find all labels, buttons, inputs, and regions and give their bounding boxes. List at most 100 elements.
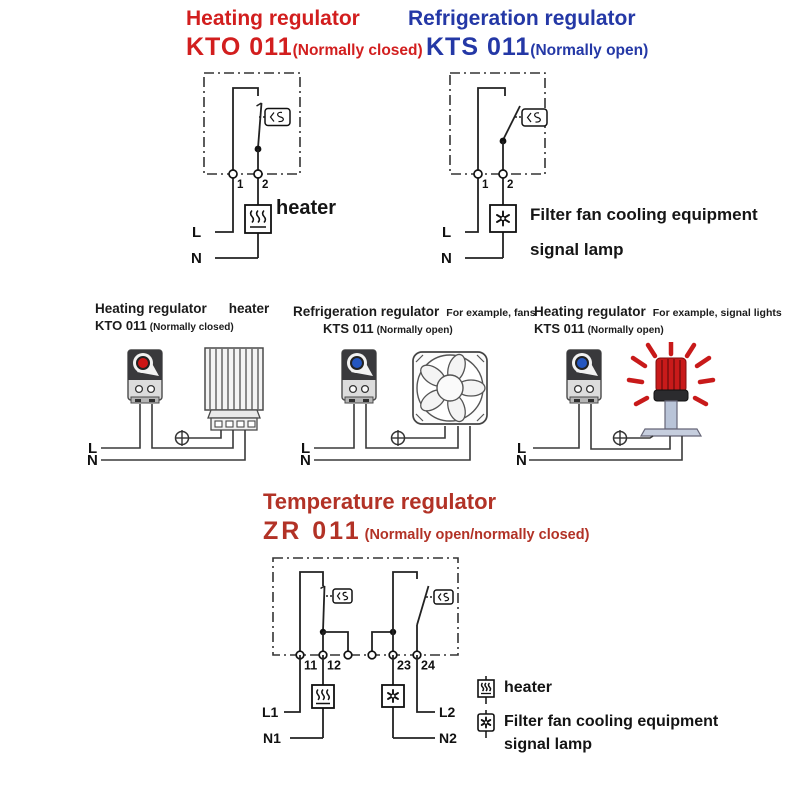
nc-contact-blade — [257, 102, 263, 149]
thermal-actuator-icon — [264, 107, 291, 127]
no-contact-blade — [502, 105, 521, 141]
fan-symbol-icon — [489, 204, 517, 233]
thermostat-device — [341, 349, 377, 404]
terminal-23-label: 23 — [397, 659, 411, 673]
zr-load-wiring — [284, 655, 435, 739]
terminal-1 — [228, 169, 238, 179]
wiring — [314, 404, 471, 461]
example1-extra: heater — [228, 301, 270, 316]
zr-left-branch-wiring — [299, 571, 349, 655]
row3-line-l-label: L — [517, 440, 526, 457]
row1-line-n-label: N — [87, 452, 98, 469]
example1-title: Heating regulator — [95, 301, 207, 316]
red-dial — [136, 356, 150, 370]
kto-line-n-label: N — [191, 250, 202, 267]
zr-right-branch-wiring — [371, 571, 434, 655]
legend-heater-label: heater — [504, 679, 553, 696]
thermal-actuator-icon — [433, 589, 454, 605]
legend-fan-row: Filter fan cooling equipment signal lamp — [475, 710, 718, 756]
photo-kts-with-fan: L N — [300, 349, 488, 469]
zr-n2-label: N2 — [439, 730, 457, 746]
terminal-unlabeled — [343, 650, 353, 660]
kts-line-l-label: L — [442, 224, 451, 241]
legend-fan-label-line1: Filter fan cooling equipment — [504, 713, 719, 730]
temperature-model: ZR 011 — [263, 516, 362, 545]
zr-n1-label: N1 — [263, 730, 281, 746]
thermostat-device — [127, 349, 163, 404]
ground-symbol-icon — [174, 430, 190, 446]
kto-line-l-label: L — [192, 224, 201, 241]
kts-load-label-line2: signal lamp — [530, 240, 624, 259]
heading-heating-regulator: Heating regulator KTO 011 (Normally clos… — [186, 6, 423, 64]
photo-kts-with-signal-lamp: L N — [516, 342, 716, 469]
fan-symbol-icon — [381, 684, 405, 708]
light-rays — [626, 342, 716, 407]
symbol-legend: heater Filter fan cooling equipment sign… — [475, 676, 718, 756]
heating-model: KTO 011 — [186, 33, 293, 62]
example-label-signal-lamp: Heating regulator For example, signal li… — [534, 303, 782, 338]
legend-fan-label-line2: signal lamp — [504, 736, 593, 754]
zr-circuit-diagram: 11 12 23 24 — [262, 557, 459, 746]
heater-symbol-icon — [244, 204, 272, 234]
example1-model: KTO 011 — [95, 317, 147, 333]
zr-l2-label: L2 — [439, 704, 456, 720]
refrigeration-note: (Normally open) — [530, 42, 649, 60]
example3-title: Heating regulator — [534, 304, 646, 319]
no-contact-blade — [416, 585, 430, 626]
row2-line-n-label: N — [300, 452, 311, 469]
ground-symbol-icon — [612, 430, 628, 446]
refrigeration-title: Refrigeration regulator — [408, 7, 636, 30]
thermal-actuator-icon — [332, 588, 353, 604]
photo-kto-with-heater: L N — [87, 347, 264, 469]
example-label-fan: Refrigeration regulator For example, fan… — [293, 303, 536, 338]
signal-lamp-device — [626, 342, 716, 437]
kto-wiring — [215, 87, 265, 259]
kts-load-label-line1: Filter fan cooling equipment — [530, 205, 758, 224]
heating-title: Heating regulator — [186, 7, 360, 30]
nc-contact-blade — [322, 585, 326, 632]
kts-wiring — [465, 87, 522, 259]
wiring — [529, 404, 683, 461]
row1-line-l-label: L — [88, 440, 97, 457]
terminal-11-label: 11 — [304, 659, 317, 673]
kts-circuit-diagram: 1 2 L N — [441, 72, 548, 267]
heading-temperature-regulator: Temperature regulator ZR 011 (Normally o… — [263, 488, 589, 547]
kto-load-label: heater — [276, 197, 337, 219]
example2-note: (Normally open) — [376, 324, 453, 336]
device-boundary-box — [272, 557, 459, 656]
blue-dial — [350, 356, 364, 370]
wiring — [101, 404, 246, 461]
refrigeration-model: KTS 011 — [426, 33, 531, 62]
example3-extra: For example, signal lights — [652, 307, 782, 319]
terminal-unlabeled — [367, 650, 377, 660]
example2-title: Refrigeration regulator — [293, 304, 440, 319]
example3-model: KTS 011 — [534, 320, 585, 336]
kto-circuit-diagram: 1 2 L N — [191, 72, 301, 267]
zr-l1-label: L1 — [262, 704, 279, 720]
heater-symbol-icon — [477, 676, 495, 704]
terminal-2 — [253, 169, 263, 179]
heating-note: (Normally closed) — [292, 42, 423, 60]
fan-symbol-icon — [477, 710, 495, 738]
legend-heater-row: heater — [475, 676, 718, 704]
example1-note: (Normally closed) — [149, 321, 234, 333]
terminal-1-label: 1 — [237, 179, 244, 191]
example3-note: (Normally open) — [587, 324, 664, 336]
terminal-12-label: 12 — [327, 659, 341, 673]
terminal-2 — [498, 169, 508, 179]
device-boundary-box — [203, 72, 301, 175]
temperature-title: Temperature regulator — [263, 489, 497, 514]
blue-dial — [575, 356, 589, 370]
terminal-1-label: 1 — [482, 179, 489, 191]
terminal-2-label: 2 — [262, 179, 268, 191]
kts-line-n-label: N — [441, 250, 452, 267]
row3-line-n-label: N — [516, 452, 527, 469]
thermal-actuator-icon — [521, 108, 548, 127]
terminal-2-label: 2 — [507, 179, 513, 191]
ground-symbol-icon — [390, 430, 406, 446]
terminal-24-label: 24 — [421, 659, 435, 673]
row2-line-l-label: L — [301, 440, 310, 457]
heater-symbol-icon — [311, 684, 335, 709]
example2-model: KTS 011 — [323, 320, 374, 336]
